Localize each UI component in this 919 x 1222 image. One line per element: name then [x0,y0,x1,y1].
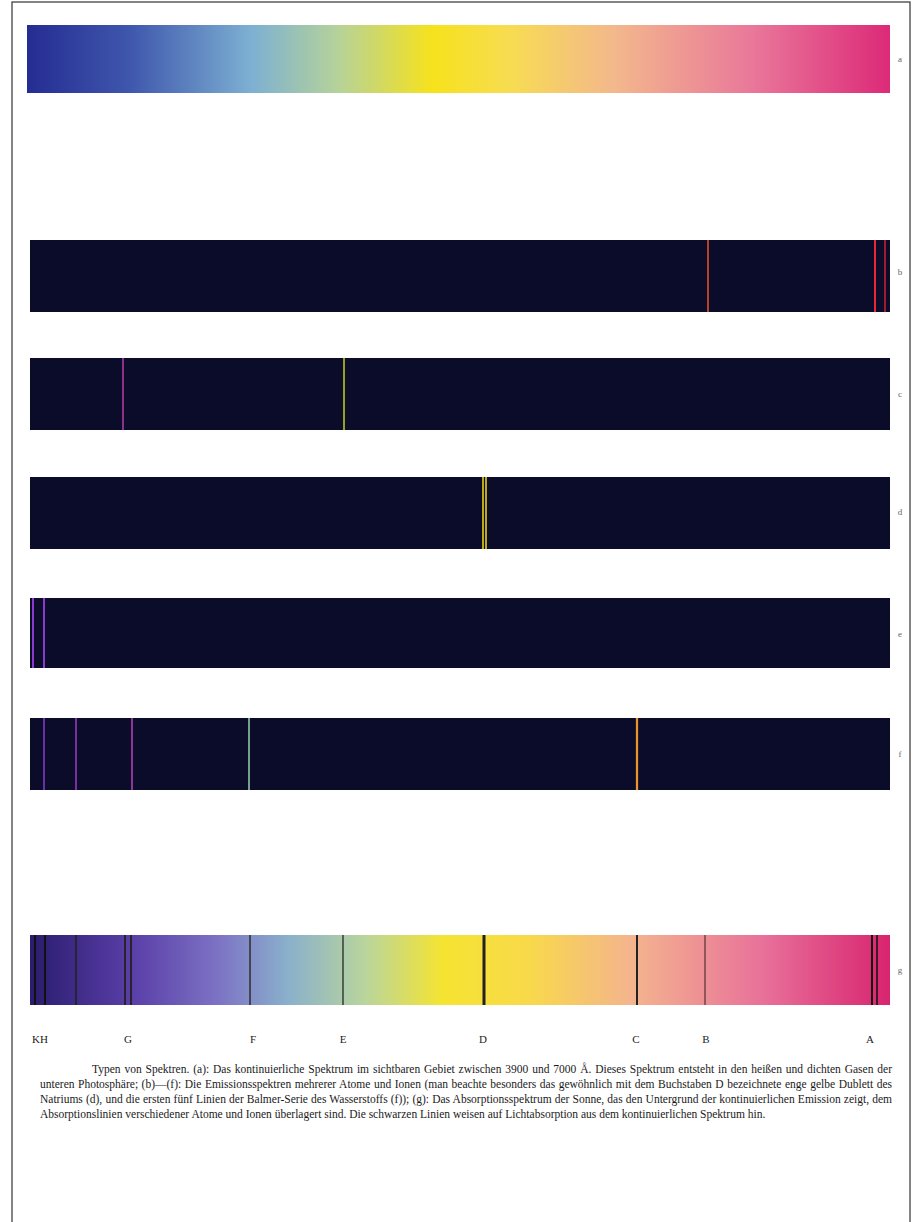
fraunhofer-letter: A [866,1034,874,1045]
spectral-line [44,935,46,1005]
fraunhofer-letter: C [632,1034,639,1045]
band-letter: c [898,390,902,399]
continuous-spectrum [27,25,890,93]
spectral-line [248,718,250,790]
spectral-line [124,935,126,1005]
fraunhofer-letter: B [702,1034,709,1045]
spectral-line [343,358,345,430]
spectral-line [249,935,251,1005]
spectral-line [75,935,77,1005]
spectral-line [636,718,638,790]
caption: Typen von Spektren. (a): Das kontinuierl… [40,1062,892,1122]
spectral-line [342,935,343,1005]
spectral-line [483,935,486,1005]
spectral-line [32,598,34,668]
fraunhofer-letter: KH [32,1034,48,1045]
emission-spectrum [30,358,890,430]
fraunhofer-letter: F [250,1034,256,1045]
emission-spectrum [30,598,890,668]
spectral-line [636,935,638,1005]
spectral-line [130,935,132,1005]
spectral-line [884,240,886,312]
frame [12,2,910,1222]
spectral-line [43,718,45,790]
band-letter: e [898,630,902,639]
spectral-line [75,718,77,790]
band-letter: d [898,508,903,517]
emission-spectrum [30,477,890,549]
fraunhofer-letter: D [479,1034,487,1045]
spectral-line [34,935,36,1005]
spectral-line [131,718,133,790]
spectral-line [874,240,876,312]
band-letter: b [898,268,903,277]
spectral-line [704,935,705,1005]
spectral-line [482,477,484,549]
spectral-line [707,240,709,312]
spectral-line [871,935,873,1005]
band-letter: g [898,966,903,975]
fraunhofer-letter: E [340,1034,347,1045]
spectral-line [876,935,878,1005]
emission-spectrum [30,718,890,790]
spectral-line [43,598,45,668]
spectral-line [122,358,124,430]
fraunhofer-letter: G [124,1034,132,1045]
band-letter: f [899,750,902,759]
emission-spectrum [30,240,890,312]
band-letter: a [898,55,902,64]
absorption-spectrum [30,935,890,1005]
spectral-line [485,477,487,549]
